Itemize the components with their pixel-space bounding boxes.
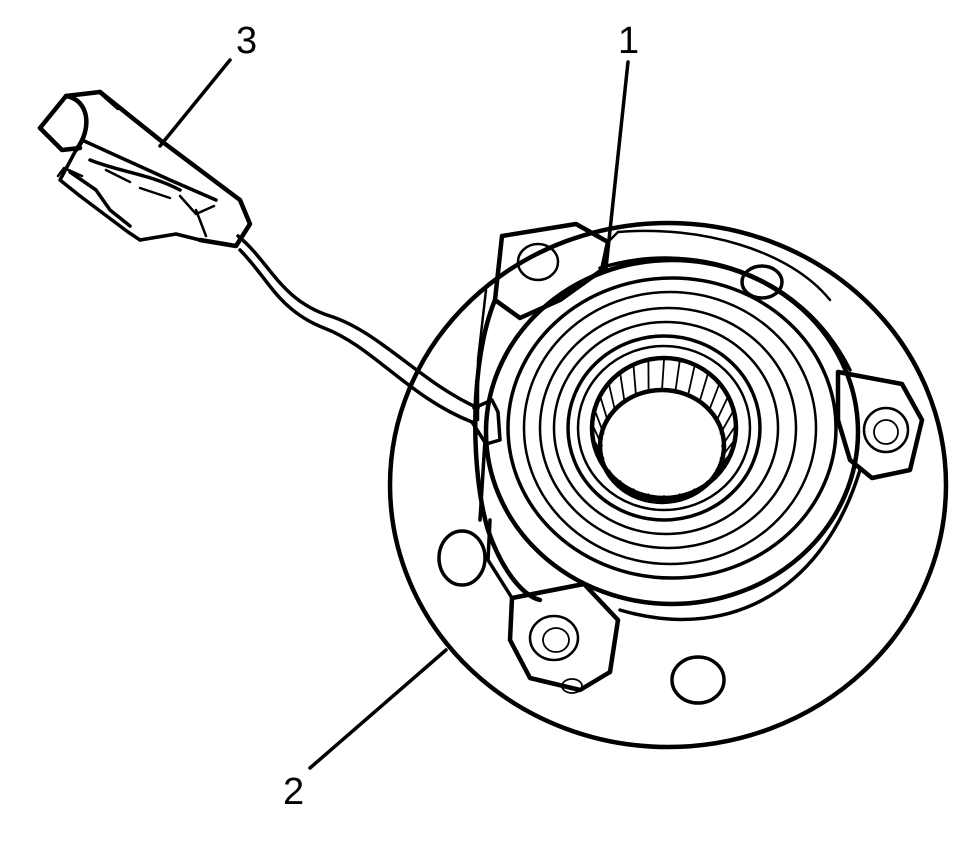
spline-tooth — [698, 480, 709, 491]
spline-tooth — [687, 365, 696, 397]
mounting-bolt-hole — [528, 614, 580, 662]
leader-lines — [158, 58, 630, 770]
spline-tooth — [600, 456, 609, 472]
spline-tooth — [619, 480, 626, 491]
callout-label-2: 2 — [283, 771, 305, 813]
spline-tooth — [708, 469, 720, 482]
spline-tooth — [608, 469, 616, 482]
spline-tooth — [674, 360, 681, 393]
spline-tooth — [715, 456, 728, 472]
spline-tooth — [632, 365, 637, 397]
spline-tooth — [594, 411, 605, 435]
flange-stud-hole — [437, 529, 487, 587]
spline-tooth — [719, 442, 734, 460]
spline-tooth — [632, 488, 637, 498]
sensor-wire — [236, 234, 502, 446]
leader-line-2 — [308, 648, 448, 770]
spline-tooth — [594, 442, 605, 460]
spline-tooth — [721, 427, 735, 447]
callout-label-1: 1 — [618, 20, 640, 62]
flange-stud-hole — [670, 655, 726, 705]
bearing-face — [483, 257, 861, 607]
leader-line-1 — [604, 60, 630, 270]
spline-tooth — [708, 384, 720, 413]
spline-tooth — [593, 427, 603, 447]
callout-label-3: 3 — [236, 20, 258, 62]
spline-tooth — [674, 493, 681, 502]
spline-tooth — [687, 488, 696, 498]
leader-line-3 — [158, 58, 232, 148]
spline-tooth — [608, 384, 616, 413]
hub-flange — [387, 220, 949, 750]
spline-tooth — [661, 495, 665, 503]
mounting-bolt-hole — [862, 406, 910, 454]
splined-bore — [589, 355, 739, 505]
wheel-speed-sensor-connector — [37, 89, 253, 249]
spline-tooth — [661, 359, 665, 391]
spline-tooth — [600, 397, 609, 423]
spline-tooth — [719, 411, 734, 435]
spline-tooth — [619, 373, 626, 404]
spline-tooth — [698, 373, 709, 404]
spline-tooth — [715, 397, 728, 423]
flange-stud-hole — [740, 264, 784, 300]
